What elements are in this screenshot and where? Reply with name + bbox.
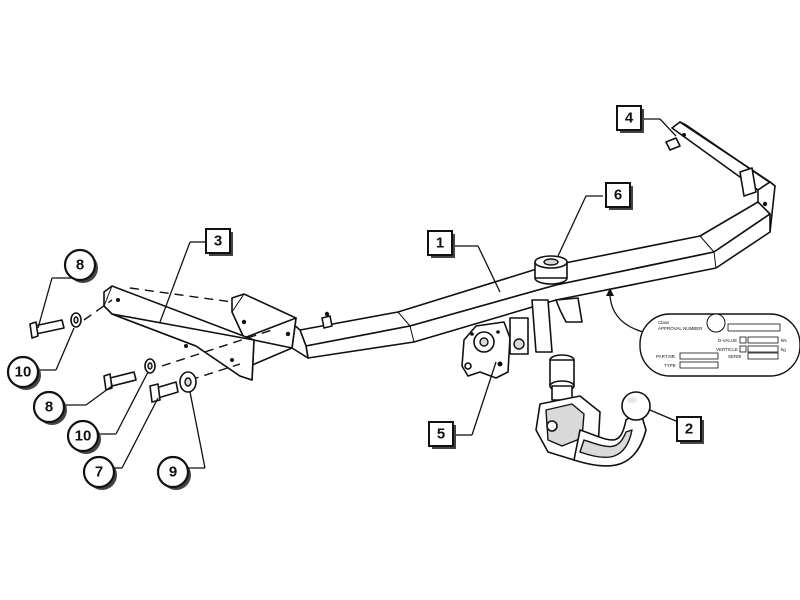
callout-10-upper-label: 10 (15, 364, 32, 381)
plate-class-label: Class (658, 320, 670, 325)
callout-7-label: 7 (95, 464, 103, 481)
callout-6-label: 6 (614, 187, 622, 204)
assembly-lines (83, 287, 273, 381)
callout-10-lower-label: 10 (75, 428, 92, 445)
callout-4: 4 (616, 105, 644, 133)
callout-5: 5 (428, 421, 456, 449)
plate-serie-label: SERIE (728, 354, 742, 359)
callout-2: 2 (676, 416, 704, 444)
loose-plate (103, 285, 255, 381)
callout-leaders (37, 118, 698, 469)
tow-ball-assembly (535, 354, 651, 467)
socket-plate (461, 317, 529, 379)
callout-8-upper-label: 8 (76, 257, 84, 274)
callout-4-label: 4 (625, 110, 634, 127)
callout-10-upper: 10 (6, 355, 41, 390)
callout-7: 7 (82, 455, 117, 490)
plate-partnr-label: PART.NR. (656, 354, 676, 359)
plate-dvalue-label: D-VALUE (718, 338, 737, 343)
callout-8-lower-label: 8 (45, 399, 53, 416)
callout-2-label: 2 (685, 421, 693, 438)
callout-8-upper: 8 (63, 248, 98, 283)
rating-plate: Class APPROVAL NUMBER D-VALUE kN VERTICL… (606, 288, 800, 377)
callout-9: 9 (156, 455, 191, 490)
callout-1-label: 1 (436, 235, 444, 252)
mounting-boss (534, 255, 568, 285)
callout-3: 3 (205, 228, 233, 256)
callout-5-label: 5 (437, 426, 445, 443)
plate-unit-kg: kg (781, 347, 786, 352)
callout-10-lower: 10 (66, 419, 101, 454)
plate-unit-kn: kN (781, 338, 787, 343)
plate-type-label: TYPE (664, 363, 676, 368)
callout-9-label: 9 (169, 464, 177, 481)
plate-vertical-label: VERTICLE (716, 347, 738, 352)
fasteners (29, 312, 197, 403)
callout-8-lower: 8 (32, 390, 67, 425)
callout-1: 1 (427, 230, 455, 258)
plate-approval-label: APPROVAL NUMBER (658, 326, 703, 331)
callout-3-label: 3 (214, 233, 222, 250)
callout-6: 6 (605, 182, 633, 210)
